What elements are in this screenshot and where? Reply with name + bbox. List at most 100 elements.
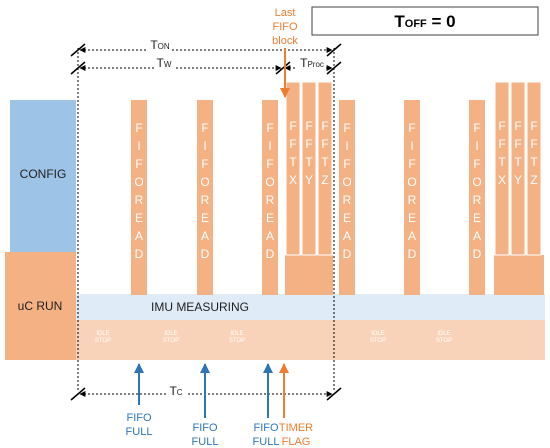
column-letter: O: [134, 175, 143, 189]
column-letter: T: [530, 155, 538, 169]
column-letter: T: [498, 155, 506, 169]
column-letter: O: [265, 175, 274, 189]
column-letter: Y: [514, 173, 522, 187]
column-letter: F: [201, 121, 208, 135]
column-letter: O: [472, 175, 481, 189]
tick-mark: [70, 43, 86, 57]
column-letter: E: [343, 211, 351, 225]
column-letter: F: [498, 119, 505, 133]
column-letter: E: [408, 211, 416, 225]
column-letter: I: [475, 139, 478, 153]
idle-stop-label: IDLE STOP: [370, 331, 386, 344]
svg-text:TOFF = 0: TOFF = 0: [394, 12, 455, 31]
svg-text:FULL: FULL: [192, 436, 219, 448]
last-fifo-annotation: Last FIFO block: [272, 7, 298, 98]
column-letter: D: [201, 247, 210, 261]
column-letter: E: [473, 211, 481, 225]
svg-text:FIFO: FIFO: [272, 21, 297, 33]
timer-flag-annotation: TIMER FLAG: [279, 363, 313, 448]
idle-stop-label: IDLE STOP: [436, 331, 452, 344]
config-block: [10, 100, 76, 252]
column-letter: Z: [321, 173, 328, 187]
column-letter: I: [345, 139, 348, 153]
column-letter: A: [266, 229, 274, 243]
imu-measuring-label: IMU MEASURING: [151, 300, 249, 314]
column-letter: I: [203, 139, 206, 153]
column-letter: A: [343, 229, 351, 243]
column-letter: X: [289, 173, 297, 187]
svg-text:STOP: STOP: [436, 338, 452, 344]
column-letter: F: [343, 121, 350, 135]
column-letter: A: [201, 229, 209, 243]
column-letter: F: [514, 137, 521, 151]
column-letter: X: [498, 173, 506, 187]
column-letter: F: [135, 157, 142, 171]
svg-text:FIFO: FIFO: [253, 422, 278, 434]
column-letter: F: [473, 121, 480, 135]
column-letter: R: [343, 193, 352, 207]
fft-backing-1: [285, 255, 333, 295]
fft-backing-2: [494, 255, 544, 295]
svg-text:FULL: FULL: [126, 426, 153, 438]
tick-mark: [275, 61, 291, 75]
column-letter: T: [305, 155, 313, 169]
column-letter: F: [530, 119, 537, 133]
toff-box: TOFF = 0: [311, 6, 539, 36]
column-letter: R: [135, 193, 144, 207]
column-letter: D: [266, 247, 275, 261]
idle-stop-band: [76, 320, 545, 360]
svg-text:FLAG: FLAG: [282, 436, 311, 448]
column-letter: F: [266, 121, 273, 135]
svg-text:FIFO: FIFO: [126, 412, 151, 424]
column-letter: E: [266, 211, 274, 225]
column-letter: F: [305, 137, 312, 151]
toff-suffix: = 0: [427, 12, 456, 31]
column-letter: F: [498, 137, 505, 151]
column-letter: D: [343, 247, 352, 261]
column-letter: I: [137, 139, 140, 153]
imu-measuring-band: [76, 294, 545, 320]
uc-run-label: uC RUN: [18, 299, 63, 313]
svg-text:STOP: STOP: [370, 338, 386, 344]
column-letter: T: [321, 155, 329, 169]
column-letter: F: [408, 157, 415, 171]
idle-stop-label: IDLE STOP: [229, 331, 245, 344]
svg-text:Last: Last: [275, 7, 296, 19]
column-letter: Y: [305, 173, 313, 187]
column-letter: R: [201, 193, 210, 207]
toff-sub: OFF: [405, 18, 427, 30]
fifo-full-annotation: FIFO FULL: [253, 363, 279, 448]
column-letter: F: [305, 119, 312, 133]
column-letter: R: [473, 193, 482, 207]
svg-text:FIFO: FIFO: [192, 422, 217, 434]
ton-dimension: TON: [79, 38, 333, 53]
column-letter: F: [343, 157, 350, 171]
column-letter: O: [342, 175, 351, 189]
column-letter: F: [473, 157, 480, 171]
svg-text:TW: TW: [157, 56, 172, 70]
svg-text:TC: TC: [169, 384, 182, 398]
idle-stop-label: IDLE STOP: [163, 331, 179, 344]
svg-text:IDLE: IDLE: [230, 331, 243, 337]
uc-run-block: [5, 252, 76, 360]
column-letter: F: [514, 119, 521, 133]
column-letter: F: [321, 119, 328, 133]
column-letter: I: [410, 139, 413, 153]
column-letter: A: [408, 229, 416, 243]
tick-mark: [326, 387, 342, 401]
column-letter: A: [473, 229, 481, 243]
svg-text:STOP: STOP: [95, 338, 111, 344]
column-letter: D: [135, 247, 144, 261]
column-letter: E: [201, 211, 209, 225]
tick-mark: [326, 61, 342, 75]
svg-text:TProc: TProc: [300, 56, 324, 70]
